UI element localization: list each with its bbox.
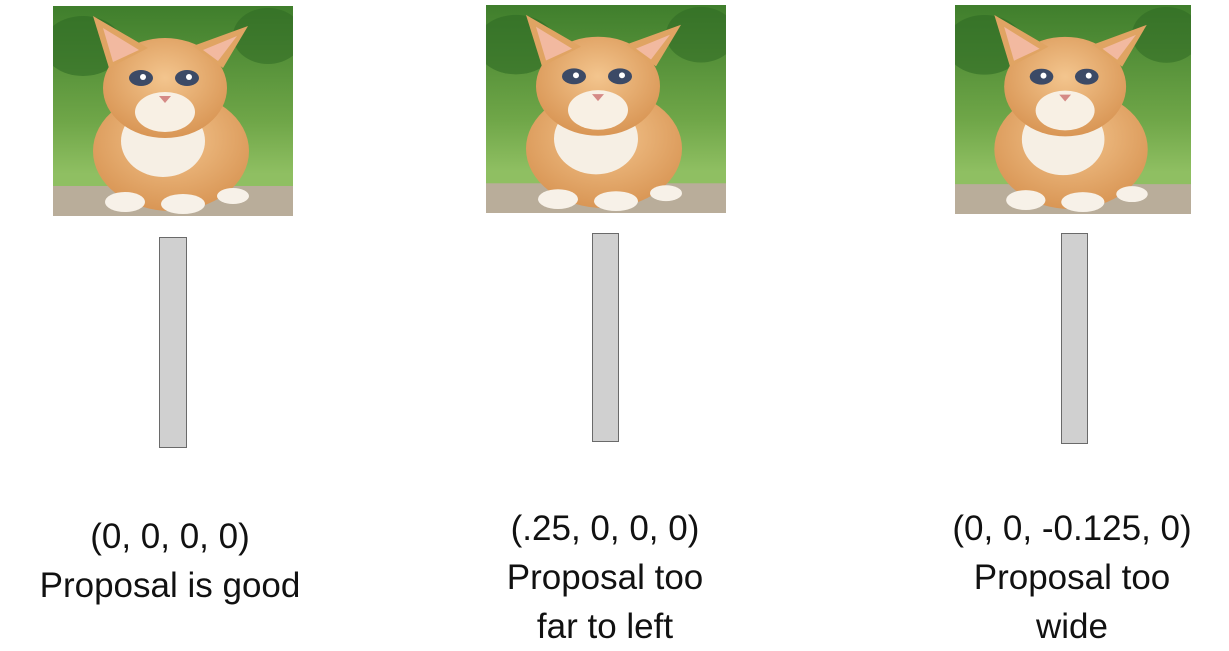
panel-too-far-left: (.25, 0, 0, 0) Proposal too far to left bbox=[450, 0, 760, 651]
proposal-description-line: wide bbox=[1036, 607, 1108, 646]
feature-vector-bar bbox=[1061, 233, 1088, 444]
feature-vector-bar bbox=[159, 237, 187, 448]
kitten-image bbox=[486, 5, 726, 213]
proposal-description-line: Proposal too bbox=[973, 558, 1171, 597]
offset-vector-label: (0, 0, 0, 0) bbox=[90, 517, 250, 556]
kitten-image bbox=[955, 5, 1191, 214]
feature-vector-bar bbox=[592, 233, 619, 442]
kitten-image bbox=[53, 6, 293, 216]
panel-too-wide: (0, 0, -0.125, 0) Proposal too wide bbox=[915, 0, 1229, 651]
panel-caption: (0, 0, -0.125, 0) Proposal too wide bbox=[915, 504, 1229, 651]
panel-caption: (.25, 0, 0, 0) Proposal too far to left bbox=[450, 504, 760, 651]
proposal-description-line: Proposal is good bbox=[39, 566, 301, 605]
offset-vector-label: (0, 0, -0.125, 0) bbox=[952, 509, 1192, 548]
panel-caption: (0, 0, 0, 0) Proposal is good bbox=[15, 512, 325, 610]
panel-good-proposal: (0, 0, 0, 0) Proposal is good bbox=[15, 0, 325, 651]
proposal-description-line: Proposal too bbox=[506, 558, 704, 597]
offset-vector-label: (.25, 0, 0, 0) bbox=[510, 509, 700, 548]
proposal-description-line: far to left bbox=[536, 607, 674, 646]
